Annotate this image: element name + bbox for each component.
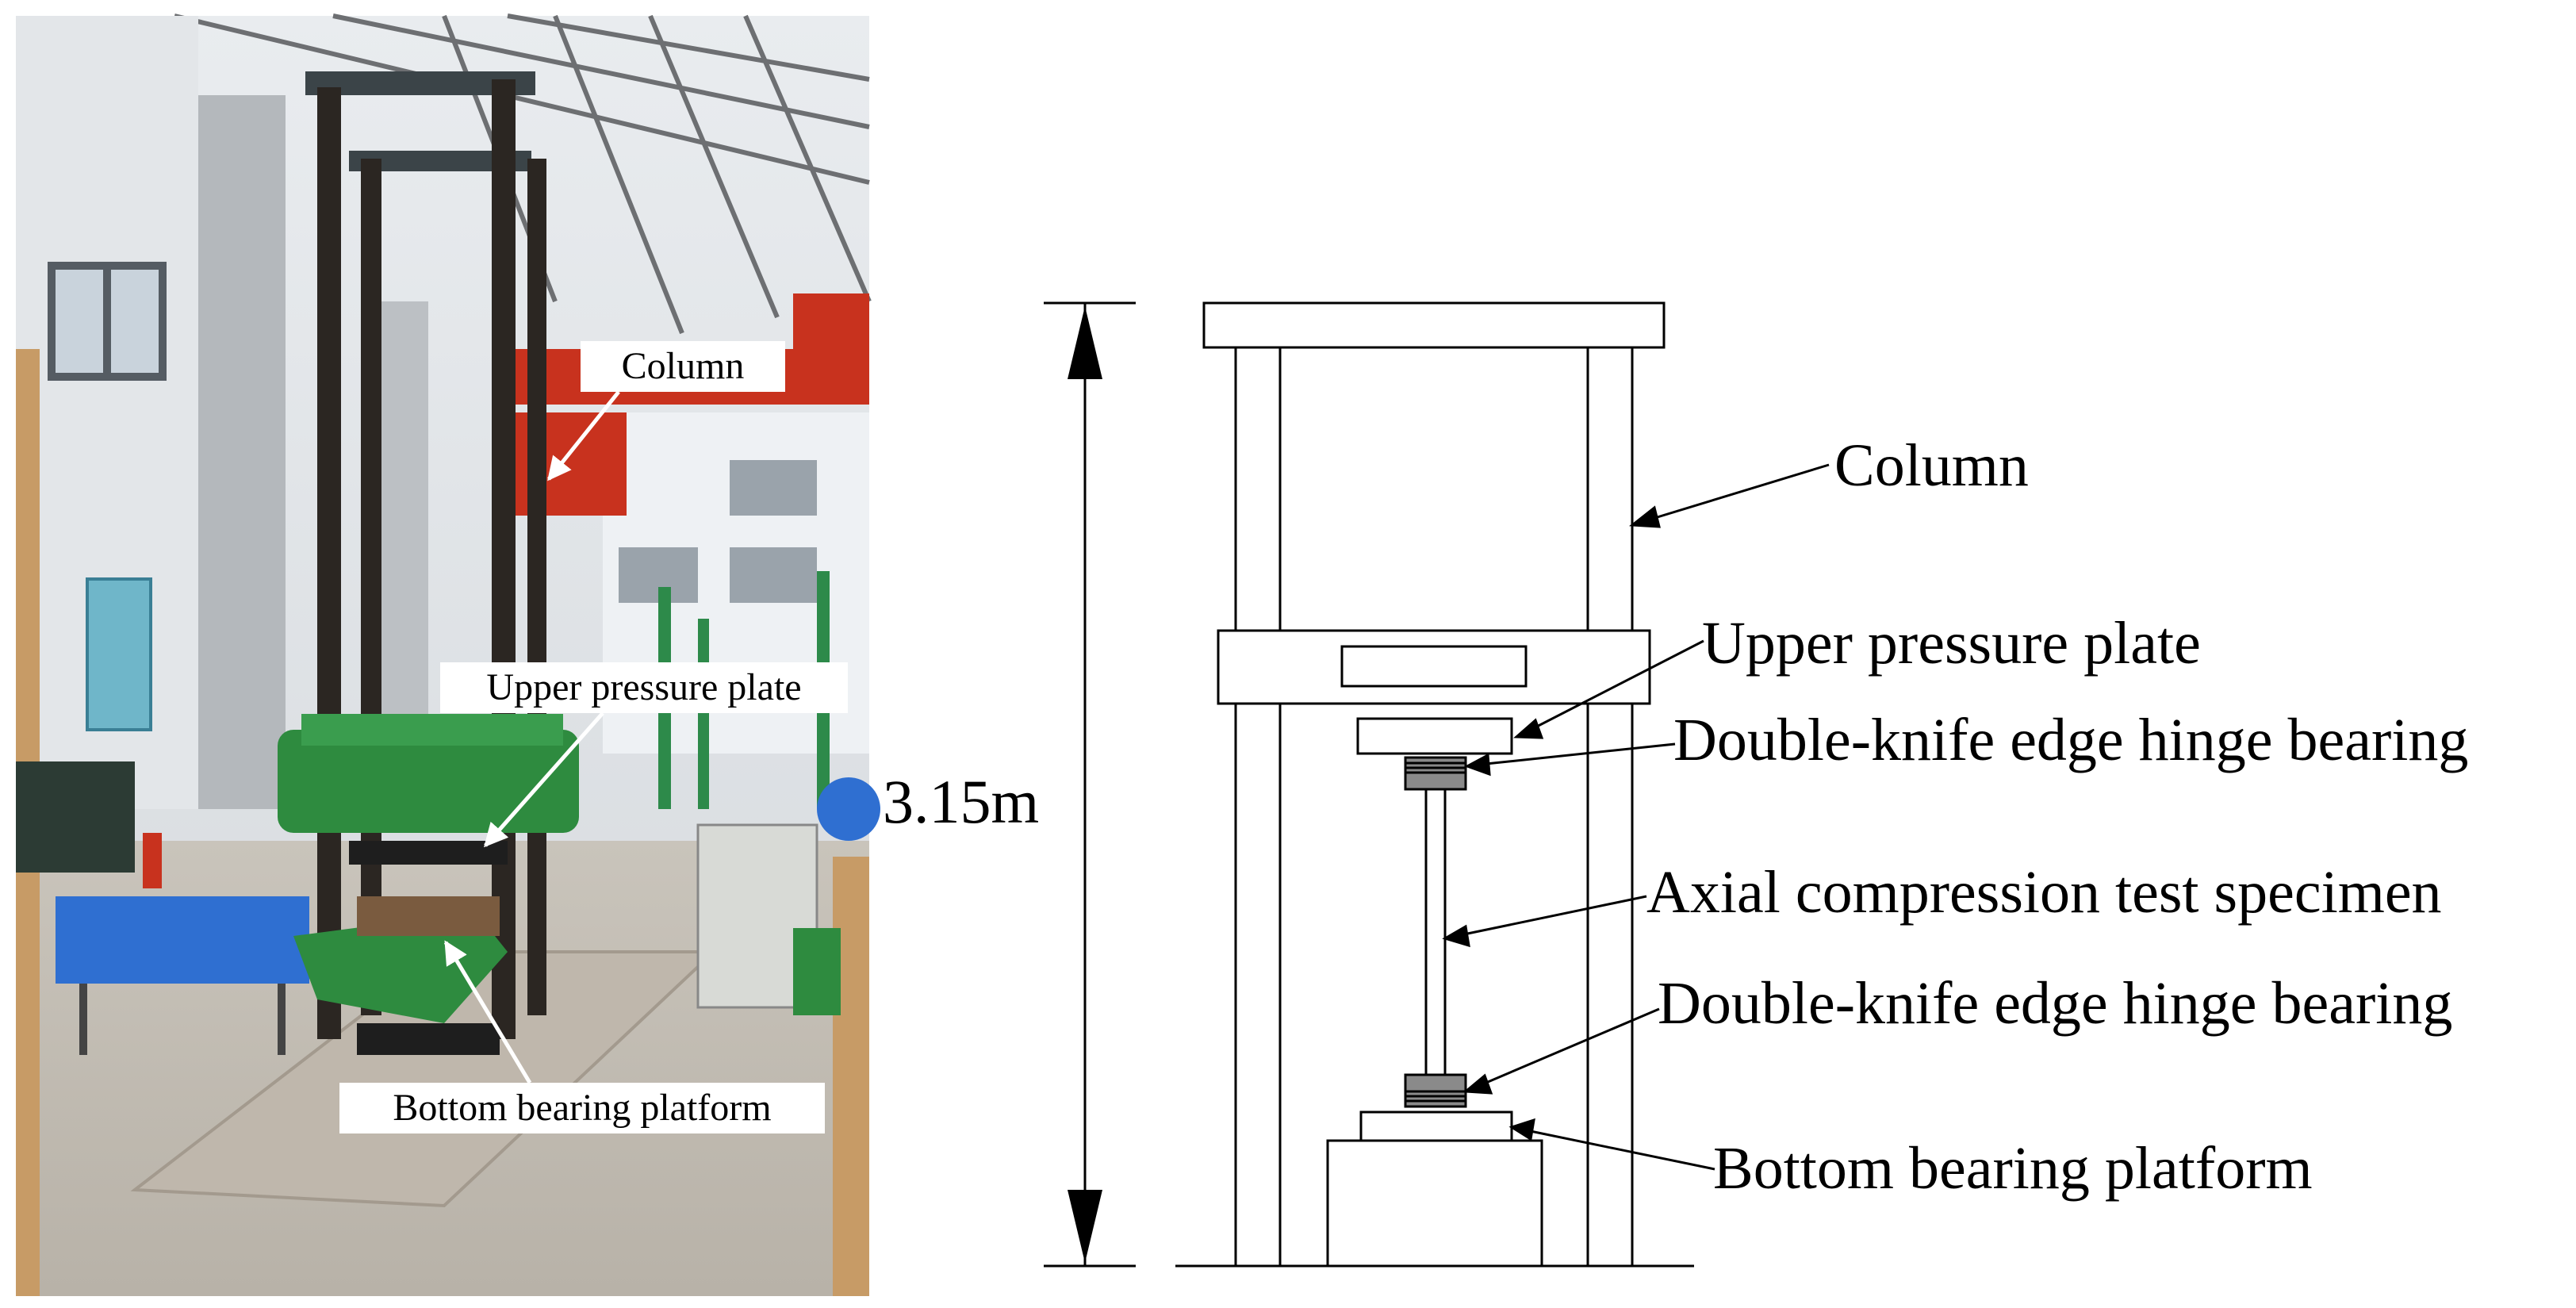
photo-label-upper-plate: Upper pressure plate xyxy=(440,662,848,713)
column-left xyxy=(1234,346,1282,1268)
column-right xyxy=(1586,346,1634,1268)
machine-drawing xyxy=(1175,301,1694,1268)
leader-arrows xyxy=(1442,463,1830,1171)
lab-photo xyxy=(16,13,880,1296)
photo-arrow-upper-plate xyxy=(484,712,604,848)
label-hinge-top: Double-knife edge hinge bearing xyxy=(1673,707,2468,773)
label-specimen: Axial compression test specimen xyxy=(1646,859,2442,926)
upper-pressure-plate xyxy=(1356,717,1513,755)
height-dimension xyxy=(1044,301,1136,1268)
crosshead xyxy=(1217,629,1651,705)
label-bottom-platform: Bottom bearing platform xyxy=(1713,1135,2313,1202)
svg-text:Bottom bearing platform: Bottom bearing platform xyxy=(393,1087,771,1129)
svg-text:Upper pressure plate: Upper pressure plate xyxy=(486,666,801,708)
label-hinge-bottom: Double-knife edge hinge bearing xyxy=(1658,970,2452,1037)
photo-label-column: Column xyxy=(581,341,785,392)
photo-arrow-column xyxy=(547,390,620,481)
label-upper-plate: Upper pressure plate xyxy=(1702,610,2201,677)
photo-label-bottom-platform: Bottom bearing platform xyxy=(339,1083,825,1133)
svg-text:Column: Column xyxy=(622,345,745,387)
label-column: Column xyxy=(1834,432,2029,499)
height-label: 3.15m xyxy=(883,767,1039,836)
photo-arrow-bottom-platform xyxy=(443,940,532,1084)
top-beam xyxy=(1202,301,1666,349)
bottom-bearing-plate xyxy=(1359,1110,1513,1142)
bottom-bearing-base xyxy=(1326,1139,1543,1268)
test-specimen xyxy=(1424,788,1447,1076)
